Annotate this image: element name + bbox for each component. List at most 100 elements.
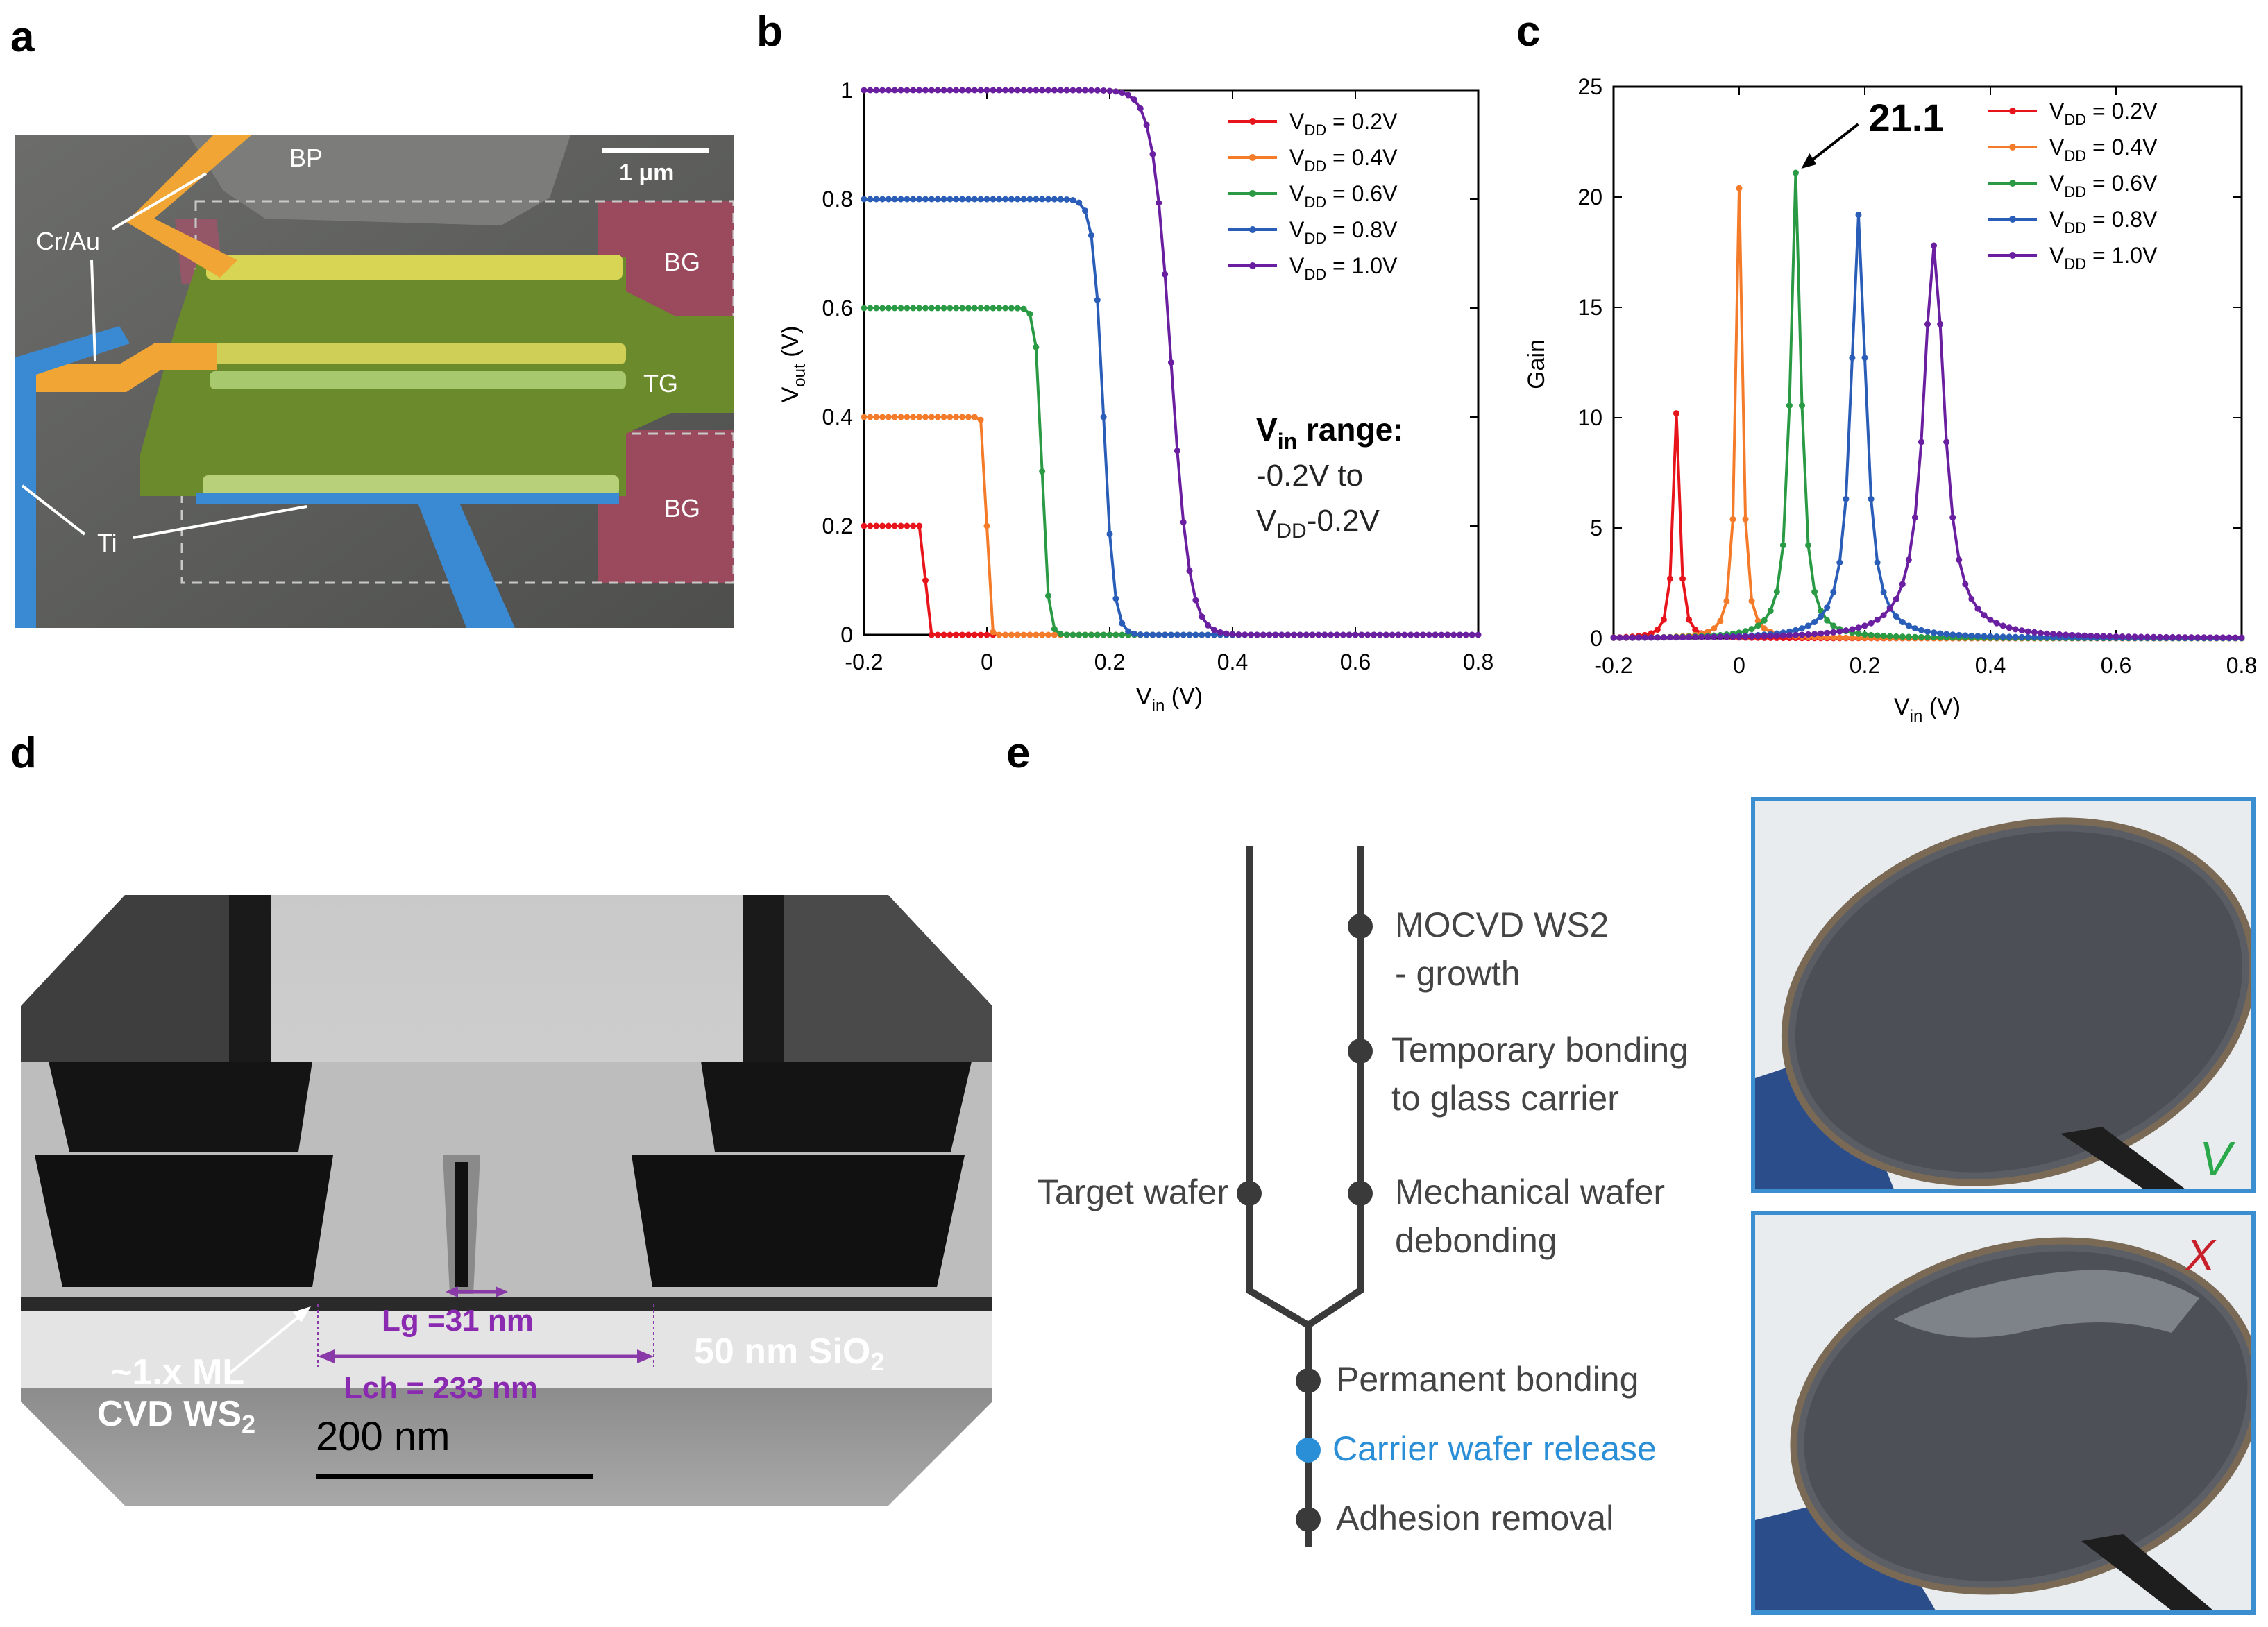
step-carrier-release: Carrier wafer release xyxy=(1332,1429,1657,1468)
data-point xyxy=(1094,631,1101,638)
data-point xyxy=(1382,631,1389,638)
data-point xyxy=(1792,627,1799,633)
data-point xyxy=(1811,631,1818,638)
data-point xyxy=(1698,633,1705,640)
lg-arrow-head-right xyxy=(496,1286,508,1297)
data-point xyxy=(1008,196,1015,203)
data-point xyxy=(983,87,990,94)
data-point xyxy=(1088,87,1094,94)
data-point xyxy=(1020,305,1027,312)
data-point xyxy=(1799,402,1805,409)
data-point xyxy=(1180,519,1187,526)
stand-good xyxy=(2060,1127,2185,1189)
data-point xyxy=(2024,633,2031,640)
data-point xyxy=(1924,633,1931,640)
data-point xyxy=(867,196,874,203)
data-point xyxy=(1371,631,1378,638)
data-point xyxy=(953,196,960,203)
data-point xyxy=(1818,613,1825,620)
legend-marker xyxy=(2009,252,2016,259)
data-point xyxy=(1830,622,1837,629)
data-point xyxy=(2201,634,2208,641)
series-group-b xyxy=(861,87,1482,638)
data-point xyxy=(947,196,954,203)
data-point xyxy=(1309,631,1316,638)
data-point xyxy=(1943,631,1950,638)
data-point xyxy=(1937,630,1944,637)
data-point xyxy=(1666,634,1673,641)
data-point xyxy=(1761,617,1768,624)
ws2-pointer xyxy=(228,1310,307,1375)
x-tick-label: -0.2 xyxy=(1594,653,1632,678)
data-point xyxy=(940,196,947,203)
data-point xyxy=(1014,305,1021,312)
data-point xyxy=(2006,624,2013,631)
legend-label: VDD = 0.4V xyxy=(2049,135,2158,164)
legend-marker xyxy=(2009,144,2016,151)
data-point xyxy=(940,87,947,94)
data-point xyxy=(977,631,984,638)
node-adhesion xyxy=(1296,1507,1321,1532)
node-debond xyxy=(1348,1181,1373,1206)
legend-marker xyxy=(2009,180,2016,187)
data-point xyxy=(1905,633,1912,640)
data-point xyxy=(1106,531,1113,538)
data-point xyxy=(1057,196,1064,203)
peeled-area xyxy=(1894,1270,2199,1338)
data-point xyxy=(873,414,880,420)
data-point xyxy=(2194,634,2201,641)
data-point xyxy=(1736,185,1743,191)
data-point xyxy=(2031,629,2038,636)
y-tick-label: 1 xyxy=(840,78,853,103)
panel-letter-b: b xyxy=(756,8,783,56)
sem-micrograph: 1 μm BP Cr/Au Ti BG TG BG xyxy=(15,135,734,628)
data-point xyxy=(1389,631,1396,638)
data-point xyxy=(990,87,997,94)
ws2-pointer-head xyxy=(293,1306,311,1322)
data-point xyxy=(1156,199,1162,206)
data-point xyxy=(2182,634,2189,641)
data-point xyxy=(971,196,978,203)
ws2-label-1: ~1.x ML xyxy=(111,1352,244,1392)
data-point xyxy=(934,414,941,420)
data-point xyxy=(1112,631,1119,638)
pointer-ti-1 xyxy=(21,484,86,536)
data-point xyxy=(2213,634,2220,641)
data-point xyxy=(1082,87,1089,94)
ws2-label-2: CVD WS2 xyxy=(97,1394,255,1438)
data-point xyxy=(1786,402,1793,409)
data-point xyxy=(861,522,868,529)
pointer-cr-au-2 xyxy=(90,259,96,361)
data-point xyxy=(1987,616,1994,623)
data-point xyxy=(1830,629,1837,636)
vin-range-line2: -0.2V to xyxy=(1256,459,1363,493)
data-point xyxy=(1174,448,1180,454)
data-point xyxy=(910,196,917,203)
oxide-label: 50 nm SiO2 xyxy=(694,1331,884,1376)
tem-grain-right xyxy=(756,895,992,1062)
data-point xyxy=(1045,631,1051,638)
data-point xyxy=(1635,634,1642,641)
data-point xyxy=(1799,625,1805,632)
data-point xyxy=(1462,631,1469,638)
data-point xyxy=(1729,633,1736,640)
data-point xyxy=(2144,633,2151,640)
data-point xyxy=(1987,633,1994,640)
data-point xyxy=(947,87,954,94)
data-point xyxy=(1020,196,1027,203)
data-point xyxy=(2037,629,2044,636)
data-point xyxy=(1861,631,1868,638)
data-point xyxy=(1008,87,1015,94)
data-point xyxy=(959,414,966,420)
label-bg-bottom: BG xyxy=(664,494,700,522)
data-point xyxy=(1438,631,1445,638)
cr-au-lead-mid xyxy=(15,343,217,392)
data-point xyxy=(1868,620,1875,627)
data-point xyxy=(1119,620,1126,627)
series-line xyxy=(1613,245,2242,640)
y-axis-label-c: Gain xyxy=(1523,339,1550,389)
data-point xyxy=(1026,310,1033,317)
x-tick-label: 0.8 xyxy=(2226,653,2257,678)
data-point xyxy=(1069,631,1076,638)
data-point xyxy=(1131,96,1137,103)
